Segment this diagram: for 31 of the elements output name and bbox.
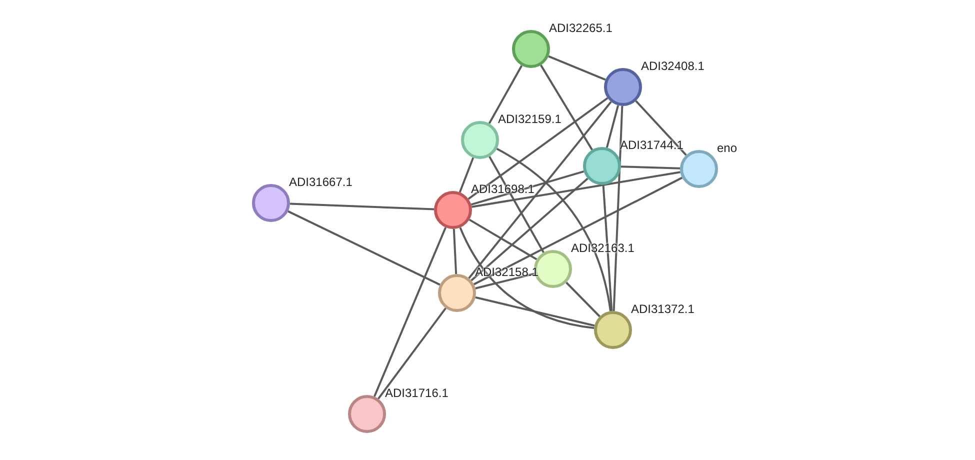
interaction-line (290, 202, 434, 210)
protein-label: ADI31716.1 (385, 386, 448, 400)
interaction-line (470, 178, 588, 282)
interaction-line (373, 227, 447, 397)
interaction-line (612, 106, 624, 312)
interaction-line (378, 308, 446, 400)
interaction-line (468, 218, 538, 260)
interaction-line (548, 55, 606, 81)
interaction-line (475, 296, 595, 327)
interaction-line (540, 64, 593, 150)
interaction-line (459, 227, 594, 329)
interaction-line (496, 148, 612, 312)
protein-label: ADI31667.1 (289, 175, 352, 189)
interaction-line (452, 228, 458, 274)
interaction-line (488, 65, 523, 124)
interaction-line (288, 210, 440, 286)
interaction-line (488, 156, 544, 253)
interaction-line (468, 97, 608, 200)
protein-label: ADI31372.1 (631, 302, 694, 316)
interaction-line (606, 105, 620, 148)
interaction-line (473, 176, 683, 286)
protein-label: ADI32408.1 (641, 59, 704, 73)
protein-label: ADI32159.1 (498, 112, 562, 126)
protein-label: ADI32265.1 (549, 21, 612, 35)
interaction-line (620, 166, 680, 170)
interaction-line (468, 101, 612, 279)
interaction-line (602, 184, 613, 312)
interaction-line (472, 171, 680, 208)
interaction-line (566, 282, 600, 318)
protein-label: eno (717, 141, 738, 155)
interaction-line (458, 157, 474, 193)
